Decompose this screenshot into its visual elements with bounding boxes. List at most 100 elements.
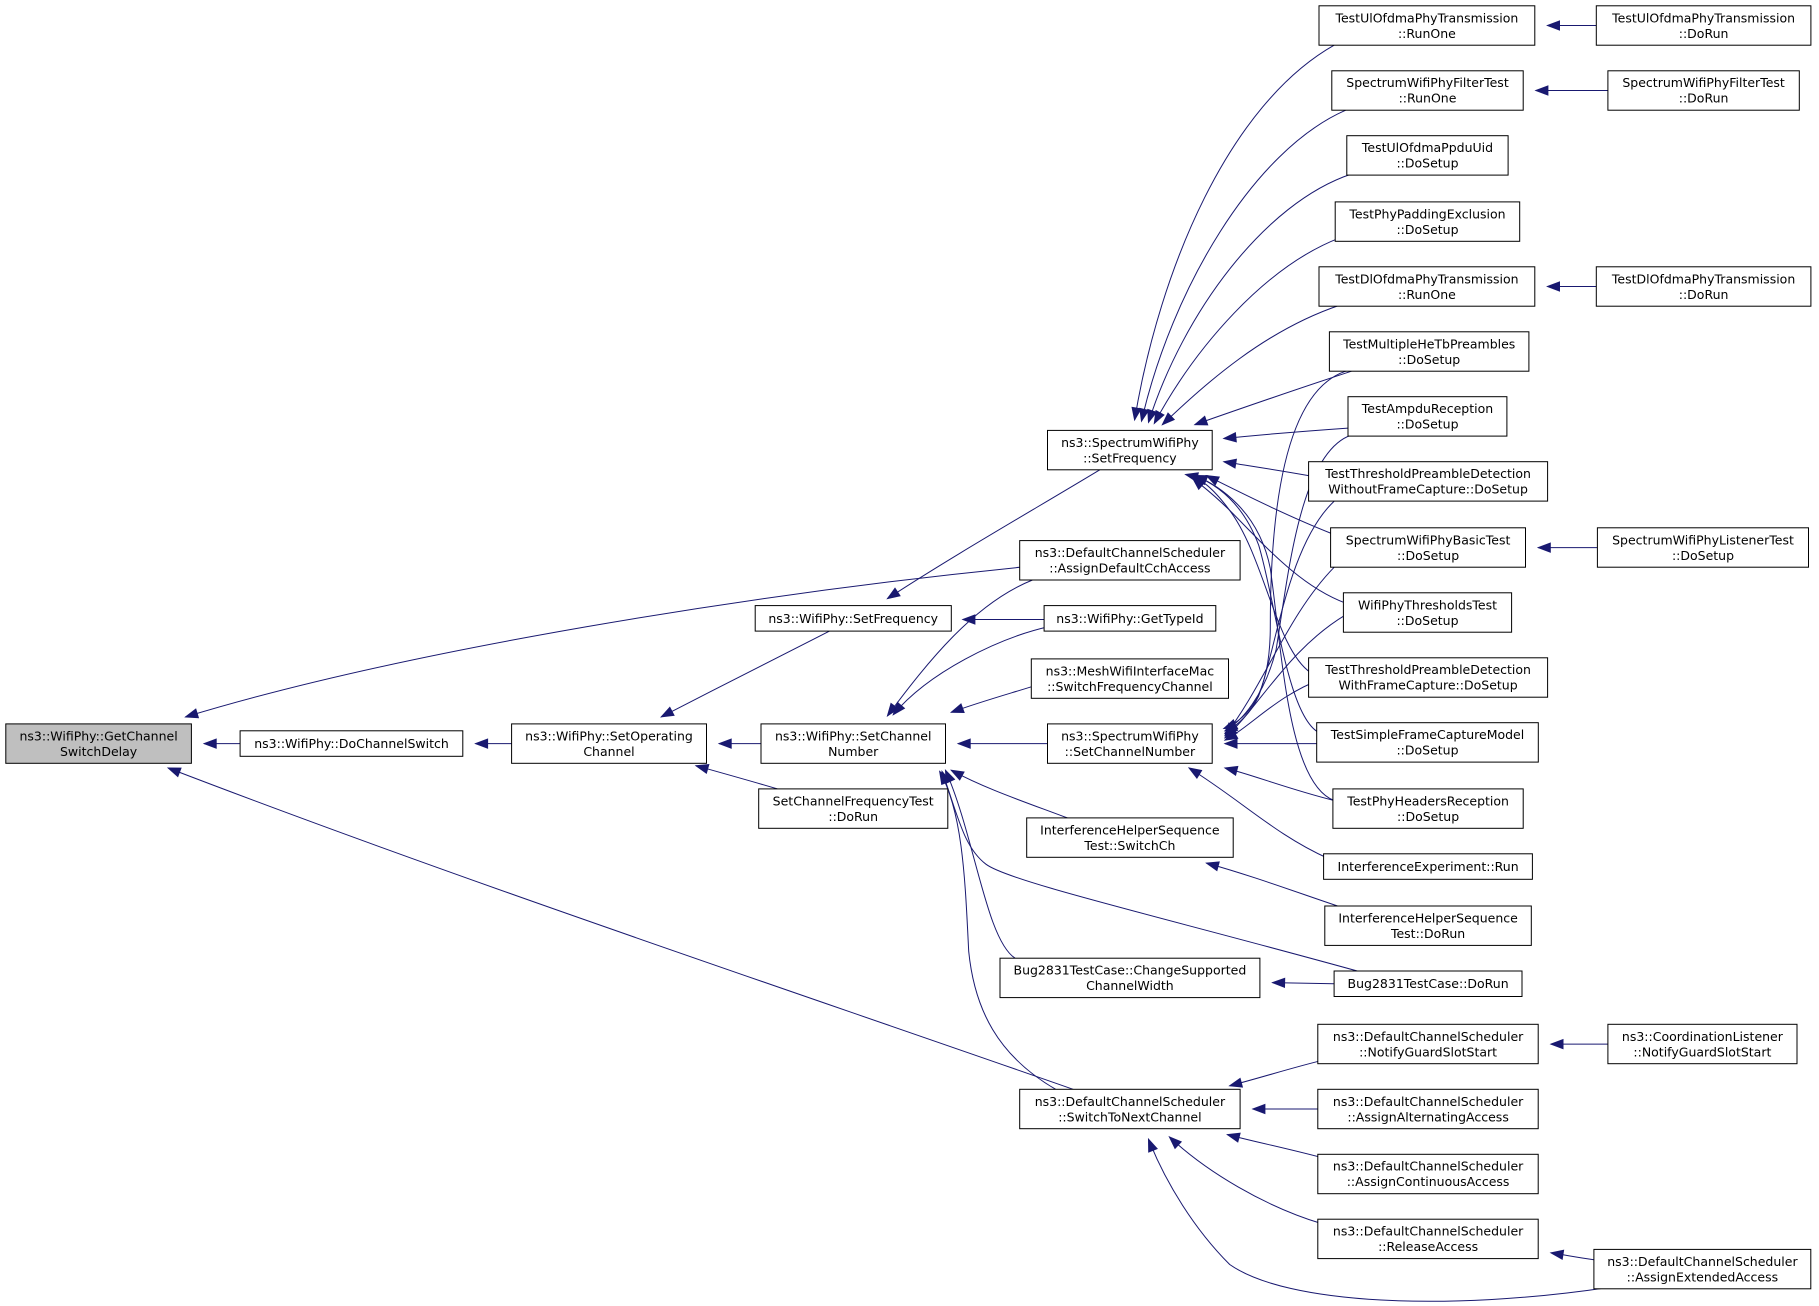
node-wifiPhyGetTypeId[interactable]: ns3::WifiPhy::GetTypeId: [1043, 605, 1217, 632]
node-paddingSetup[interactable]: TestPhyPaddingExclusion::DoSetup: [1334, 201, 1521, 242]
node-ampduSetup[interactable]: TestAmpduReception::DoSetup: [1347, 396, 1508, 437]
node-heTbSetup[interactable]: TestMultipleHeTbPreambles::DoSetup: [1328, 331, 1530, 372]
node-label-line: ::DoSetup: [1396, 743, 1458, 758]
node-box: [1047, 429, 1213, 471]
edge-line: [1224, 767, 1335, 801]
node-label-line: Channel: [583, 744, 634, 759]
edge-line: [1153, 237, 1341, 424]
node-box: [1346, 135, 1509, 176]
node-wifiPhySetFrequency[interactable]: ns3::WifiPhy::SetFrequency: [754, 605, 952, 632]
node-spectrumSetChannelNumber[interactable]: ns3::SpectrumWifiPhy::SetChannelNumber: [1047, 723, 1213, 764]
node-withFcSetup[interactable]: TestThresholdPreambleDetectionWithFrameC…: [1308, 657, 1549, 698]
node-assignContinuous[interactable]: ns3::DefaultChannelScheduler::AssignCont…: [1317, 1153, 1539, 1195]
node-label-line: ns3::DefaultChannelScheduler: [1333, 1094, 1524, 1109]
arrowhead-icon: [1193, 475, 1209, 486]
node-dlOfdmaDoRun[interactable]: TestDlOfdmaPhyTransmission::DoRun: [1595, 266, 1812, 307]
arrowhead-icon: [659, 706, 675, 718]
edge-line: [951, 686, 1032, 713]
node-box: [1030, 658, 1230, 699]
node-ulOfdmaRunOne[interactable]: TestUlOfdmaPhyTransmission::RunOne: [1318, 5, 1536, 46]
node-bug2831ChangeWidth[interactable]: Bug2831TestCase::ChangeSupportedChannelW…: [999, 957, 1261, 999]
node-assignDefaultCchAccess[interactable]: ns3::DefaultChannelScheduler::AssignDefa…: [1019, 540, 1241, 581]
arrowhead-icon: [694, 764, 710, 775]
node-label-line: TestDlOfdmaPhyTransmission: [1611, 271, 1795, 286]
node-assignExtended[interactable]: ns3::DefaultChannelScheduler::AssignExte…: [1593, 1248, 1812, 1290]
node-label-line: ::RunOne: [1398, 26, 1456, 41]
node-label-line: TestThresholdPreambleDetection: [1324, 662, 1531, 677]
node-filterRunOne[interactable]: SpectrumWifiPhyFilterTest::RunOne: [1331, 70, 1524, 111]
arrowhead-icon: [949, 703, 965, 714]
node-basicSetup[interactable]: SpectrumWifiPhyBasicTest::DoSetup: [1330, 527, 1526, 568]
node-label-line: ns3::WifiPhy::SetChannel: [775, 728, 931, 743]
edge-line: [1169, 1136, 1323, 1225]
node-switchToNextChannel[interactable]: ns3::DefaultChannelScheduler::SwitchToNe…: [1019, 1088, 1241, 1130]
edge-releaseAccess-to-switchToNextChannel: [1168, 1135, 1323, 1225]
node-spectrumSetFrequency[interactable]: ns3::SpectrumWifiPhy::SetFrequency: [1047, 429, 1213, 471]
edge-assignExtended-to-releaseAccess: [1549, 1249, 1594, 1261]
node-label-line: SetChannelFrequencyTest: [773, 793, 934, 808]
node-label-line: ns3::DefaultChannelScheduler: [1607, 1254, 1798, 1269]
node-label-line: ::SetFrequency: [1083, 450, 1177, 465]
node-box: [511, 723, 707, 764]
edge-assignAlternating-to-switchToNextChannel: [1251, 1103, 1318, 1115]
edge-doChannelSwitch-to-getChannelSwitchDelay: [202, 738, 241, 749]
node-assignAlternating[interactable]: ns3::DefaultChannelScheduler::AssignAlte…: [1317, 1088, 1539, 1130]
node-thresholdsSetup[interactable]: WifiPhyThresholdsTest::DoSetup: [1342, 592, 1513, 633]
node-box: [1047, 723, 1213, 764]
node-box: [1026, 817, 1234, 858]
edge-line: [1194, 370, 1352, 426]
node-coordNotifyGuard[interactable]: ns3::CoordinationListener::NotifyGuardSl…: [1607, 1023, 1798, 1065]
edge-spectrumSetFrequency-to-wifiPhySetFrequency: [886, 469, 1101, 600]
node-label-line: TestUlOfdmaPhyTransmission: [1611, 10, 1795, 25]
node-simpleFcSetup[interactable]: TestSimpleFrameCaptureModel::DoSetup: [1316, 722, 1539, 763]
edge-ampduSetup-to-spectrumSetFrequency: [1222, 427, 1349, 443]
edge-line: [945, 770, 1016, 959]
node-box: [1332, 788, 1524, 829]
node-box: [1316, 722, 1539, 763]
node-label-line: ::DoRun: [828, 809, 878, 824]
node-label-line: ns3::DefaultChannelScheduler: [1035, 545, 1226, 560]
node-label-line: ::SwitchFrequencyChannel: [1047, 679, 1213, 694]
node-interferenceRun[interactable]: InterferenceExperiment::Run: [1323, 853, 1533, 880]
node-label-line: SpectrumWifiPhyListenerTest: [1612, 532, 1794, 547]
node-box: [1323, 853, 1533, 880]
arrowhead-icon: [1205, 474, 1220, 486]
node-box: [1043, 605, 1217, 632]
node-ppduUidSetup[interactable]: TestUlOfdmaPpduUid::DoSetup: [1346, 135, 1509, 176]
edge-withoutFcSetup-to-spectrumSetFrequency: [1222, 458, 1309, 477]
node-filterDoRun[interactable]: SpectrumWifiPhyFilterTest::DoRun: [1607, 70, 1800, 111]
node-setChannelFrequencyTest[interactable]: SetChannelFrequencyTest::DoRun: [758, 788, 949, 829]
node-bug2831DoRun[interactable]: Bug2831TestCase::DoRun: [1333, 970, 1523, 997]
node-headersSetup[interactable]: TestPhyHeadersReception::DoSetup: [1332, 788, 1524, 829]
node-switchFrequencyChannel[interactable]: ns3::MeshWifiInterfaceMac::SwitchFrequen…: [1030, 658, 1230, 699]
node-box: [1019, 540, 1241, 581]
arrowhead-icon: [1131, 406, 1142, 422]
arrowhead-icon: [1251, 1103, 1266, 1115]
arrowhead-icon: [886, 702, 900, 717]
node-dlOfdmaRunOne[interactable]: TestDlOfdmaPhyTransmission::RunOne: [1318, 266, 1536, 307]
edge-line: [941, 771, 1358, 972]
node-label-line: ::DoRun: [1679, 287, 1729, 302]
node-doChannelSwitch[interactable]: ns3::WifiPhy::DoChannelSwitch: [239, 730, 464, 757]
arrowhead-icon: [1168, 1135, 1183, 1150]
node-label-line: ::AssignDefaultCchAccess: [1049, 561, 1210, 576]
node-ulOfdmaDoRun[interactable]: TestUlOfdmaPhyTransmission::DoRun: [1595, 5, 1812, 46]
node-withoutFcSetup[interactable]: TestThresholdPreambleDetectionWithoutFra…: [1308, 461, 1549, 502]
node-notifyGuardSlotStart[interactable]: ns3::DefaultChannelScheduler::NotifyGuar…: [1317, 1023, 1539, 1065]
arrowhead-icon: [1222, 458, 1238, 469]
node-label-line: ChannelWidth: [1086, 978, 1174, 993]
node-box: [1347, 396, 1508, 437]
node-box: [1317, 1218, 1539, 1260]
node-wifiPhySetChannelNumber[interactable]: ns3::WifiPhy::SetChannelNumber: [760, 723, 946, 764]
edge-bug2831DoRun-to-wifiPhySetChannelNumber: [941, 770, 1358, 972]
node-releaseAccess[interactable]: ns3::DefaultChannelScheduler::ReleaseAcc…: [1317, 1218, 1539, 1260]
node-label-line: WithoutFrameCapture::DoSetup: [1328, 482, 1528, 497]
edge-line: [1229, 1059, 1323, 1087]
edge-line: [1141, 109, 1346, 422]
node-listenerSetup[interactable]: SpectrumWifiPhyListenerTest::DoSetup: [1596, 527, 1810, 568]
